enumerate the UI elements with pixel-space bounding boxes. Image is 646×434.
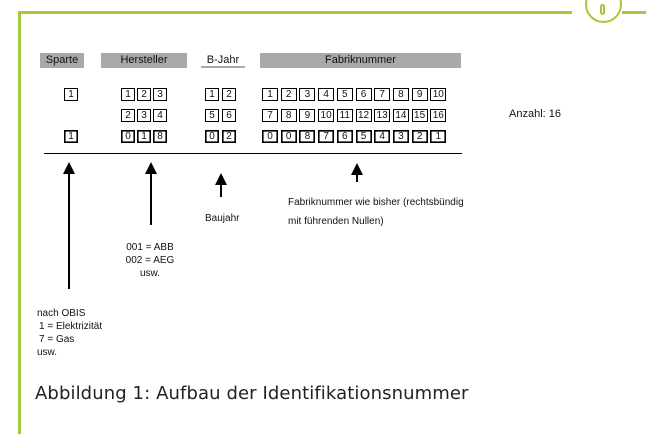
hersteller-box-r2-c1: 2: [121, 109, 135, 122]
header-bjahr: B-Jahr: [201, 53, 245, 68]
fabrik-box-row2-c9: 15: [411, 109, 428, 122]
fabrik-box-row1-c3: 3: [299, 88, 316, 101]
fabrik-box-row3-c7: 4: [374, 130, 391, 143]
fabrik-box-row1-c4: 4: [318, 88, 335, 101]
bjahr-box-r2-c2: 6: [222, 109, 236, 122]
hersteller-arrow-shaft: [150, 173, 152, 225]
anzahl-label: Anzahl: 16: [509, 108, 561, 120]
baujahr-note: Baujahr: [205, 213, 240, 224]
figure-caption: Abbildung 1: Aufbau der Identifikationsn…: [35, 383, 469, 404]
fabrik-box-row3-c9: 2: [411, 130, 428, 143]
fabrik-box-row3-c3: 8: [299, 130, 316, 143]
info-icon-bar: [600, 4, 605, 15]
header-hersteller: Hersteller: [101, 53, 187, 68]
bjahr-box-r2-c1: 5: [205, 109, 219, 122]
fabrik-box-row3-c4: 7: [318, 130, 335, 143]
sparte-note-line3: 7 = Gas: [39, 334, 75, 345]
fabrik-note: Fabriknummer wie bisher (rechtsbündig mi…: [288, 196, 464, 228]
sparte-note-line4: usw.: [37, 347, 58, 358]
sparte-box-row1: 1: [64, 88, 78, 101]
fabrik-box-row2-c7: 13: [374, 109, 391, 122]
sparte-arrow-shaft: [68, 173, 70, 289]
separator-line: [44, 153, 462, 154]
header-fabriknummer: Fabriknummer: [260, 53, 461, 68]
frame-left-border: [18, 11, 21, 434]
bjahr-box-r1-c2: 2: [222, 88, 236, 101]
fabrik-box-row3-c8: 3: [392, 130, 409, 143]
fabrik-note-line2: mit führenden Nullen): [288, 216, 384, 227]
fabrik-box-row2-c5: 11: [336, 109, 353, 122]
fabrik-box-row1-c8: 8: [392, 88, 409, 101]
fabrik-box-row2-c8: 14: [392, 109, 409, 122]
fabrik-box-row3-c2: 0: [280, 130, 297, 143]
fabrik-box-row1-c6: 6: [355, 88, 372, 101]
fabrik-box-row2-c3: 9: [299, 109, 316, 122]
fabrik-box-row1-c10: 10: [430, 88, 447, 101]
frame-top-border: [18, 11, 572, 14]
fabrik-box-row1-c1: 1: [262, 88, 278, 101]
hersteller-box-r3-c2: 1: [137, 130, 151, 143]
sparte-note: nach OBIS 1 = Elektrizität 7 = Gas usw.: [37, 307, 102, 359]
fabrik-box-row1-c7: 7: [374, 88, 391, 101]
hersteller-box-r3-c3: 8: [153, 130, 167, 143]
fabrik-box-row2-c6: 12: [355, 109, 372, 122]
sparte-arrow-head: [63, 162, 75, 174]
fabrik-box-row2-c4: 10: [318, 109, 335, 122]
hersteller-box-r1-c2: 2: [137, 88, 151, 101]
fabrik-box-row3-c6: 5: [355, 130, 372, 143]
fabrik-box-row2-c2: 8: [280, 109, 297, 122]
header-sparte: Sparte: [40, 53, 84, 68]
hersteller-note: 001 = ABB 002 = AEG usw.: [117, 241, 183, 280]
bjahr-box-r3-c2: 2: [222, 130, 236, 143]
bjahr-box-r1-c1: 1: [205, 88, 219, 101]
fabrik-arrow-shaft: [356, 173, 358, 182]
hersteller-box-r2-c2: 3: [137, 109, 151, 122]
fabrik-box-row3-c1: 0: [262, 130, 278, 143]
fabrik-box-row1-c9: 9: [411, 88, 428, 101]
fabrik-arrow-head: [351, 163, 363, 175]
sparte-note-line2: 1 = Elektrizität: [39, 321, 103, 332]
bjahr-arrow-shaft: [220, 184, 222, 197]
hersteller-arrow-head: [145, 162, 157, 174]
sparte-note-line1: nach OBIS: [37, 308, 86, 319]
fabrik-box-row3-c10: 1: [430, 130, 447, 143]
hersteller-box-r3-c1: 0: [121, 130, 135, 143]
hersteller-box-r2-c3: 4: [153, 109, 167, 122]
sparte-box-row3: 1: [64, 130, 78, 143]
hersteller-note-line1: 001 = ABB: [126, 242, 174, 253]
bjahr-arrow-head: [215, 173, 227, 185]
fabrik-box-row1-c5: 5: [336, 88, 353, 101]
hersteller-box-r1-c3: 3: [153, 88, 167, 101]
hersteller-note-line2: 002 = AEG: [125, 255, 175, 266]
info-icon: [585, 0, 622, 23]
fabrik-note-line1: Fabriknummer wie bisher (rechtsbündig: [288, 197, 464, 208]
fabrik-box-row1-c2: 2: [280, 88, 297, 101]
hersteller-box-r1-c1: 1: [121, 88, 135, 101]
frame-right-border: [622, 11, 646, 14]
fabrik-box-row2-c1: 7: [262, 109, 278, 122]
fabrik-box-row3-c5: 6: [336, 130, 353, 143]
bjahr-box-r3-c1: 0: [205, 130, 219, 143]
fabrik-box-row2-c10: 16: [430, 109, 447, 122]
hersteller-note-line3: usw.: [139, 268, 160, 279]
